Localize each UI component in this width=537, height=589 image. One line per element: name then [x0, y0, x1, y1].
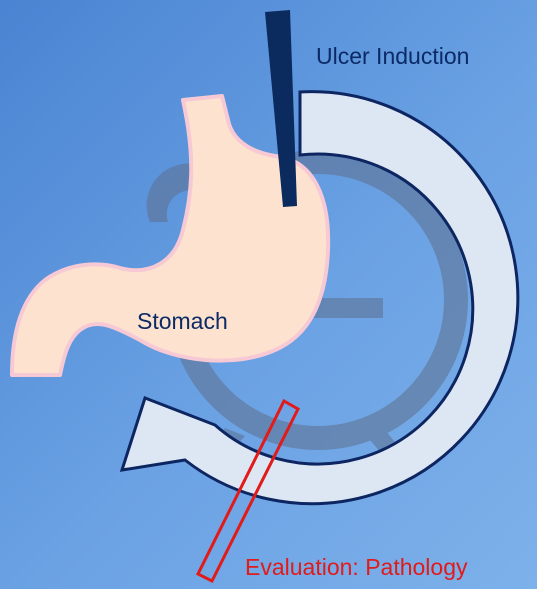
stomach-label: Stomach [137, 310, 228, 333]
ulcer-induction-label: Ulcer Induction [316, 45, 469, 68]
evaluation-pathology-label: Evaluation: Pathology [245, 556, 468, 579]
